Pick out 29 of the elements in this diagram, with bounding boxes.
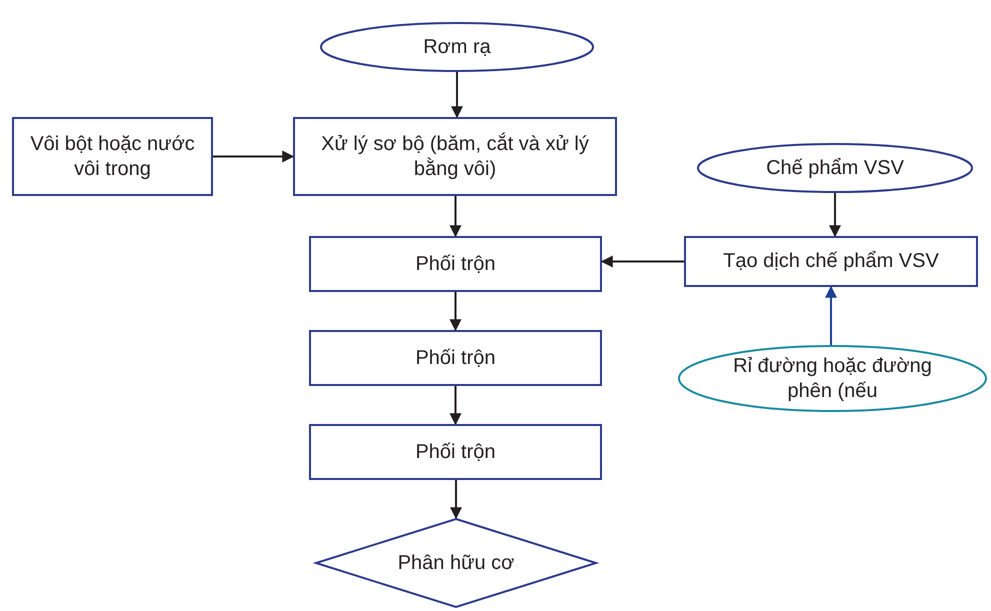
terminal-ellipse bbox=[697, 143, 973, 193]
process-box bbox=[293, 117, 617, 196]
process-box bbox=[309, 236, 602, 292]
arrow bbox=[825, 286, 837, 345]
node-label: Phối trộn bbox=[414, 252, 497, 276]
arrow bbox=[213, 150, 294, 162]
node-label: Phối trộn bbox=[414, 440, 497, 464]
arrow bbox=[450, 386, 462, 426]
terminal-ellipse bbox=[678, 345, 987, 412]
node-label: Xử lý sơ bộ (băm, cắt và xử lý bằng vôi) bbox=[320, 132, 590, 182]
node-label: Phối trộn bbox=[414, 346, 497, 370]
node-label: Rỉ đường hoặc đường phên (nếu bbox=[732, 354, 933, 404]
decision-diamond bbox=[315, 518, 597, 608]
process-box bbox=[684, 236, 978, 287]
process-box bbox=[309, 330, 602, 386]
terminal-ellipse bbox=[320, 22, 594, 72]
process-box bbox=[309, 424, 602, 480]
arrow bbox=[600, 256, 684, 268]
arrow bbox=[451, 72, 463, 118]
arrow bbox=[829, 193, 841, 238]
arrow bbox=[450, 480, 462, 520]
process-box bbox=[12, 117, 213, 196]
node-label: Phân hữu cơ bbox=[396, 550, 516, 576]
node-label: Rơm rạ bbox=[422, 34, 492, 60]
arrow bbox=[450, 292, 462, 332]
node-label: Tạo dịch chế phẩm VSV bbox=[722, 249, 940, 274]
node-label: Chế phẩm VSV bbox=[765, 156, 905, 180]
node-label: Vôi bột hoặc nước vôi trong bbox=[29, 132, 196, 182]
arrow bbox=[450, 196, 462, 238]
